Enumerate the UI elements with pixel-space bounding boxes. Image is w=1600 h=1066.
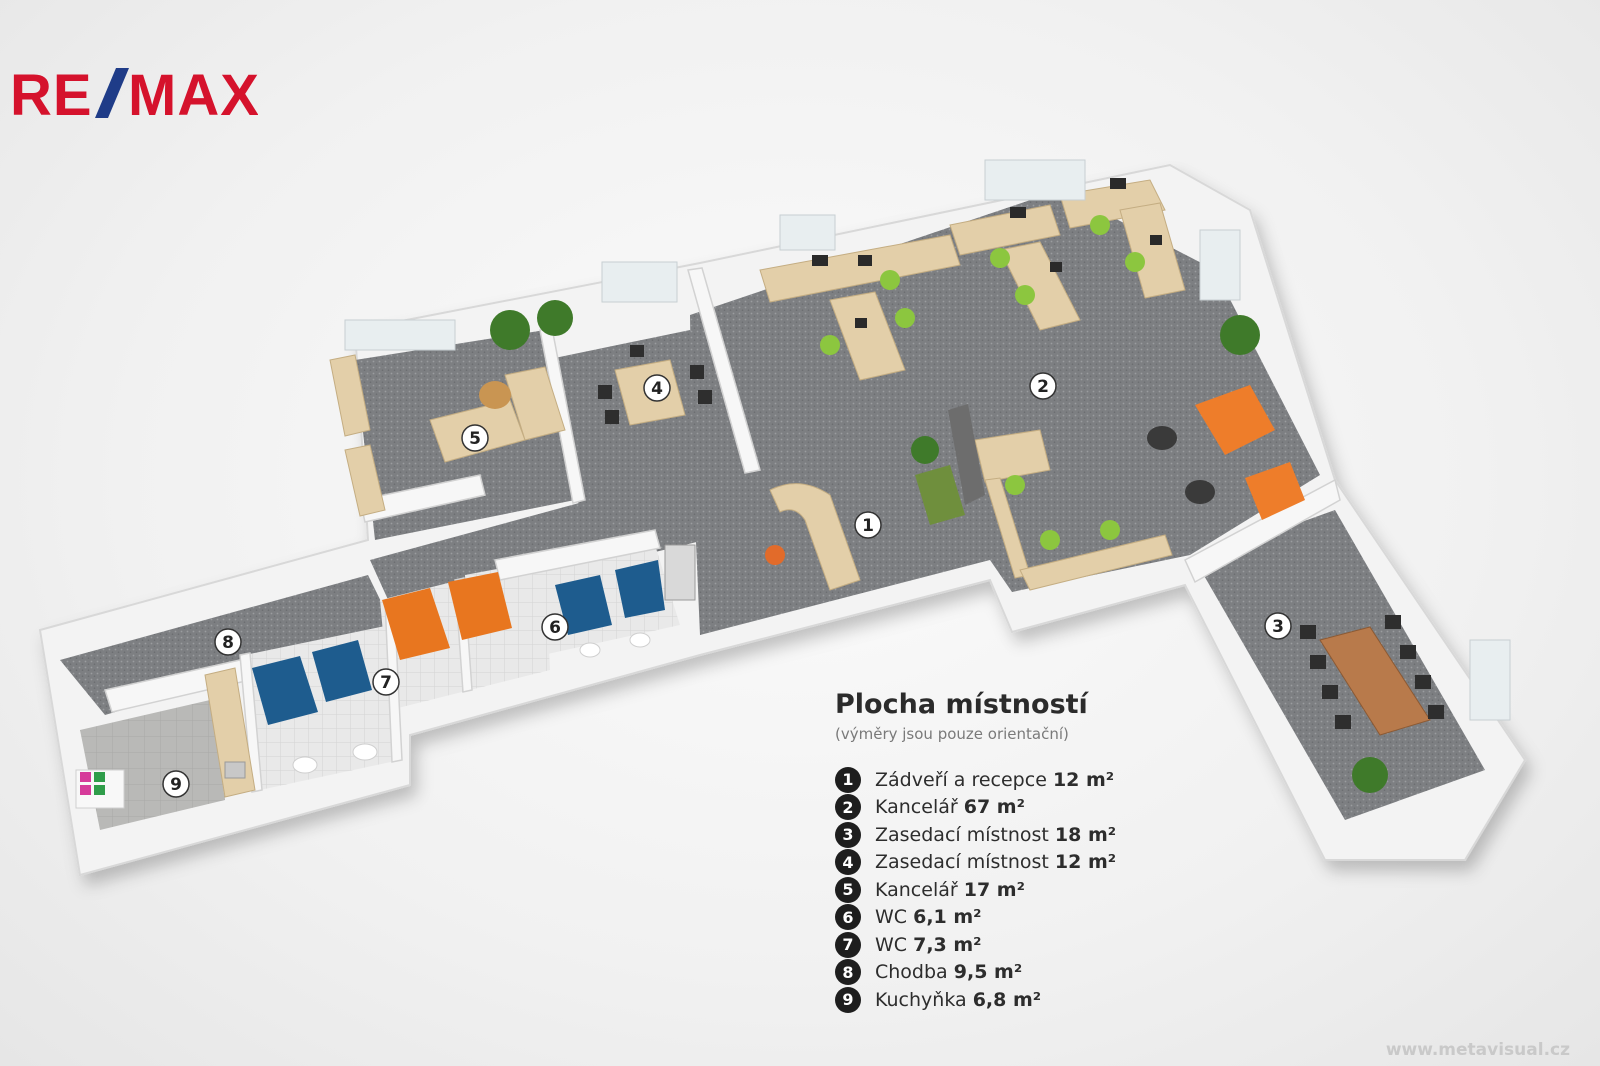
armchair-office-5 [479,381,511,409]
partition-screen [948,404,985,505]
monitors [812,178,1162,328]
legend-item: 5 Kancelář 17 m² [835,876,1215,904]
legend-number-badge: 1 [835,766,861,793]
legend-text: Chodba 9,5 m² [875,961,1022,983]
toilets [292,632,651,774]
legend-note: (výměry jsou pouze orientační) [835,725,1069,743]
lounge-sofas [1195,385,1305,520]
legend-item: 7 WC 7,3 m² [835,931,1215,959]
marker-9-label: 9 [170,775,182,795]
watermark: www.metavisual.cz [1385,1040,1570,1060]
legend-room-name: WC [875,933,908,956]
legend-number-badge: 9 [835,986,861,1013]
marker-7-label: 7 [380,673,392,693]
marker-1-label: 1 [862,516,874,536]
legend-room-name: Zasedací místnost [875,823,1049,846]
legend-room-name: WC [875,906,908,929]
legend-number-badge: 2 [835,794,861,821]
marker-3: 3 [1264,612,1292,640]
legend-item: 3 Zasedací místnost 18 m² [835,821,1215,849]
marker-6: 6 [541,613,569,641]
legend-room-area: 9,5 m² [953,961,1023,984]
legend-room-name: Zádveří a recepce [875,768,1047,791]
marker-4: 4 [643,374,671,402]
legend-number-badge: 7 [835,931,861,958]
reception-desk [769,483,861,591]
legend-room-area: 67 m² [963,796,1025,819]
legend-text: Zádveří a recepce 12 m² [875,769,1114,791]
marker-1: 1 [854,511,882,539]
marker-9: 9 [162,770,190,798]
legend-room-name: Kuchyňka [875,988,967,1011]
recycling-bins [75,769,125,809]
svg-text:MAX: MAX [128,63,258,126]
legend-text: WC 6,1 m² [875,906,982,928]
green-armchair [915,465,965,525]
legend-room-name: Chodba [875,961,948,984]
marker-6-label: 6 [549,618,561,638]
wc-doors-orange [382,572,512,660]
remax-logo: RE MAX [10,63,258,126]
legend-room-area: 12 m² [1052,768,1115,791]
svg-text:RE: RE [10,63,93,126]
marker-2: 2 [1029,372,1057,400]
legend-text: Kuchyňka 6,8 m² [875,989,1041,1011]
legend-item: 1 Zádveří a recepce 12 m² [835,766,1215,794]
marker-8-label: 8 [222,633,234,653]
legend-room-area: 12 m² [1054,851,1117,874]
legend-number-badge: 6 [835,904,861,931]
legend-item: 2 Kancelář 67 m² [835,794,1215,822]
legend-room-area: 18 m² [1054,823,1117,846]
kitchen-sink [224,761,246,779]
marker-5: 5 [461,424,489,452]
room-area-legend: Plocha místností (výměry jsou pouze orie… [835,688,1215,1014]
desks-office-2 [759,179,1186,591]
legend-room-name: Kancelář [875,878,958,901]
legend-room-name: Zasedací místnost [875,851,1049,874]
legend-room-name: Kancelář [875,796,958,819]
marker-3-label: 3 [1272,617,1284,637]
legend-item: 4 Zasedací místnost 12 m² [835,849,1215,877]
marker-8: 8 [214,628,242,656]
legend-number-badge: 3 [835,821,861,848]
legend-text: Zasedací místnost 12 m² [875,851,1116,873]
legend-room-area: 7,3 m² [913,933,982,956]
legend-title: Plocha místností [835,689,1088,720]
windows [344,159,1511,721]
marker-5-label: 5 [469,429,481,449]
legend-room-area: 17 m² [963,878,1025,901]
legend-text: Kancelář 67 m² [875,796,1025,818]
legend-room-area: 6,1 m² [913,906,982,929]
legend-number-badge: 4 [835,849,861,876]
marker-7: 7 [372,668,400,696]
legend-item: 6 WC 6,1 m² [835,904,1215,932]
copier [664,544,696,601]
legend-item: 9 Kuchyňka 6,8 m² [835,986,1215,1014]
meeting-chairs-3 [1300,615,1444,729]
legend-item: 8 Chodba 9,5 m² [835,959,1215,987]
plants [490,300,1388,793]
lounge-chairs [1147,426,1215,504]
green-chairs [820,215,1145,550]
cabinets-office-5 [329,354,386,517]
legend-text: WC 7,3 m² [875,934,982,956]
legend-number-badge: 8 [835,959,861,986]
meeting-table-3 [1319,626,1431,736]
meeting-chairs-4 [598,345,712,424]
marker-2-label: 2 [1037,377,1049,397]
remax-logo-letters: RE MAX [10,63,258,126]
legend-text: Kancelář 17 m² [875,879,1025,901]
legend-number-badge: 5 [835,876,861,903]
legend-text: Zasedací místnost 18 m² [875,824,1116,846]
marker-4-label: 4 [651,379,663,399]
legend-room-area: 6,8 m² [972,988,1042,1011]
reception-chair [765,545,785,565]
wc-cubicles-blue [252,560,665,725]
